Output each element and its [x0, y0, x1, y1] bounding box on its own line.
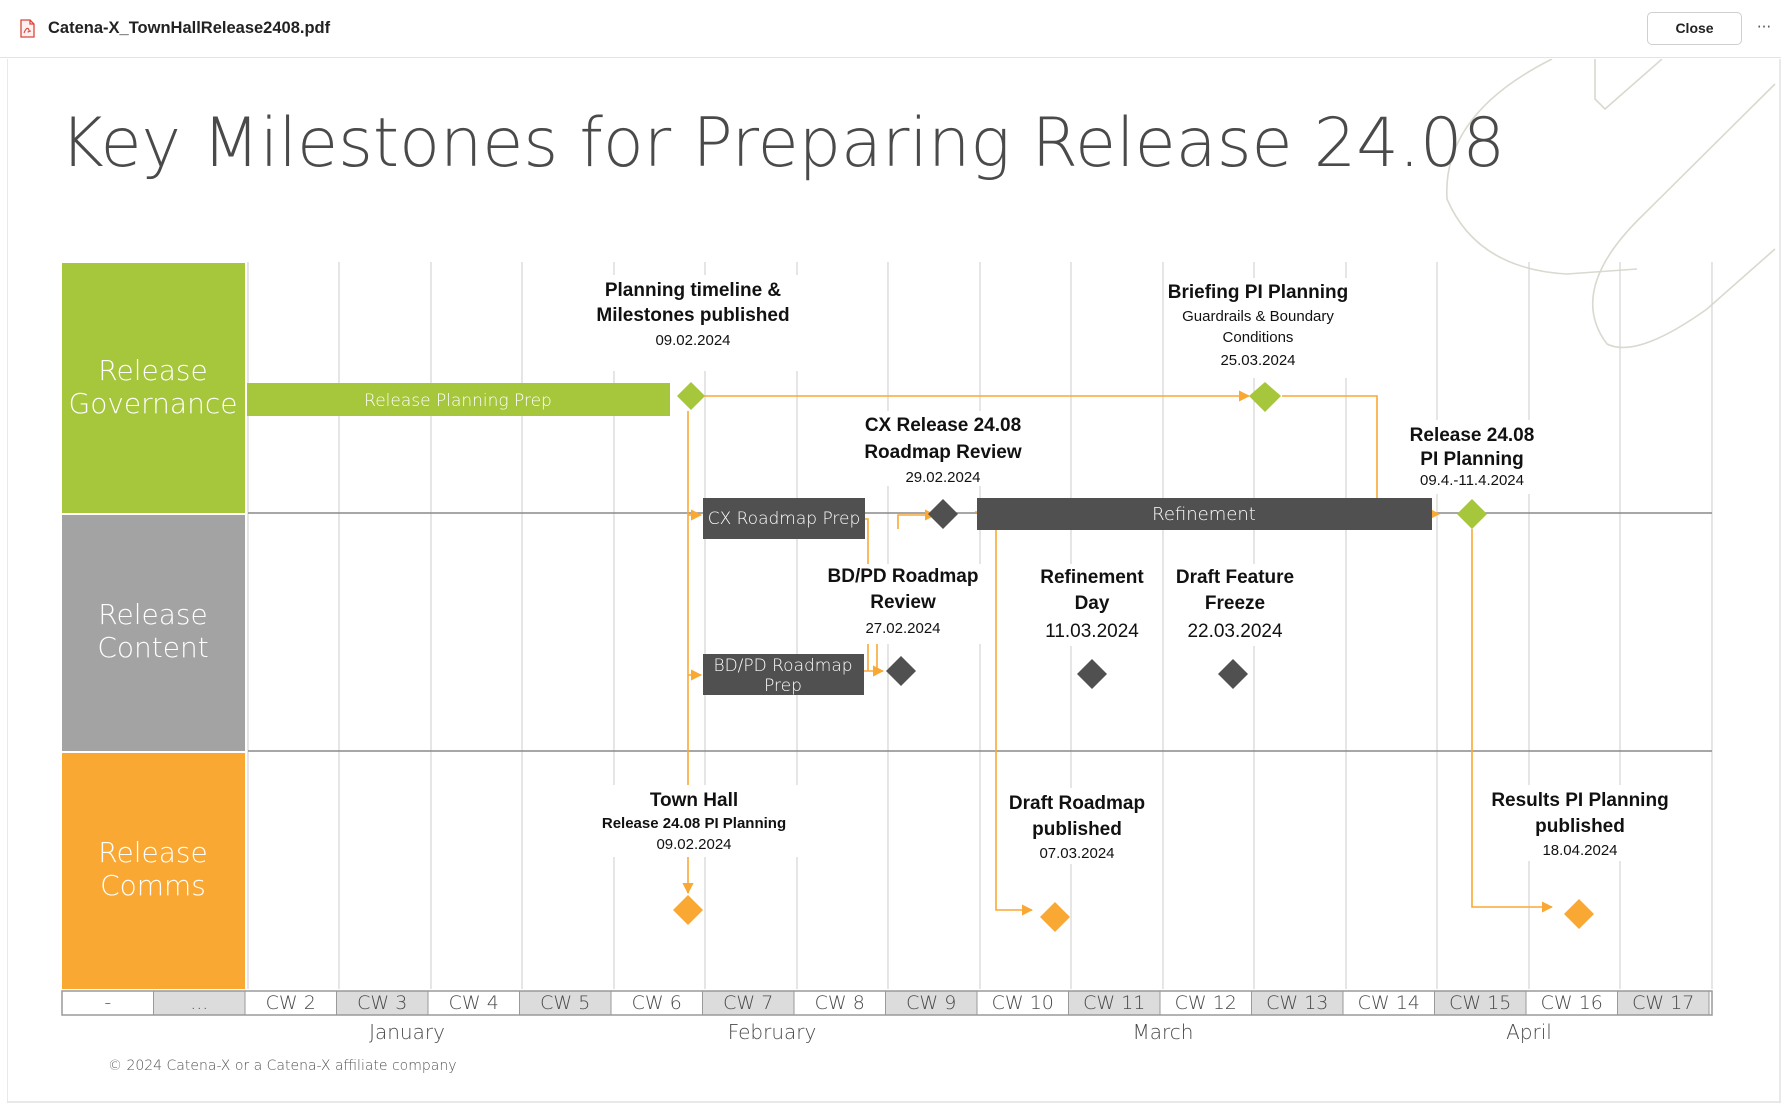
week-label: CW 12	[1175, 992, 1237, 1014]
milestone-label: Release 24.08	[1410, 425, 1535, 446]
week-label: CW 2	[266, 992, 316, 1014]
milestone-label: Planning timeline &	[605, 280, 782, 301]
bar-release-planning-prep: Release Planning Prep	[247, 383, 670, 416]
week-label: CW 14	[1358, 992, 1420, 1014]
milestone-sublabel: Conditions	[1223, 329, 1294, 346]
week-label: ...	[190, 992, 208, 1014]
week-label: CW 4	[449, 992, 499, 1014]
slide-title: Key Milestones for Preparing Release 24.…	[60, 104, 1505, 183]
milestone-label: Milestones published	[596, 305, 789, 326]
lane-release-comms: Release Comms	[62, 753, 245, 989]
milestone-diamond	[1564, 899, 1594, 929]
more-horizontal-icon[interactable]: ···	[1756, 18, 1772, 36]
milestone-date: 25.03.2024	[1220, 352, 1295, 369]
copyright-footer: © 2024 Catena-X or a Catena-X affiliate …	[108, 1058, 457, 1074]
lane-label: Comms	[100, 869, 206, 902]
milestone-diamond	[886, 656, 916, 686]
bar-cx-roadmap-prep: CX Roadmap Prep	[703, 498, 865, 539]
lane-release-governance: Release Governance	[62, 263, 245, 513]
milestone-date: 29.02.2024	[905, 469, 980, 486]
lane-label: Content	[97, 631, 208, 664]
week-label: CW 10	[992, 992, 1054, 1014]
close-button[interactable]: Close	[1647, 12, 1742, 45]
milestone-date: 09.02.2024	[656, 836, 731, 853]
milestone-label: Roadmap Review	[864, 442, 1022, 463]
week-label: CW 3	[357, 992, 407, 1014]
milestone-date: 07.03.2024	[1039, 845, 1114, 862]
document-title: Catena-X_TownHallRelease2408.pdf	[48, 19, 331, 37]
bar-label: Prep	[764, 676, 802, 696]
week-axis: -... CW 2 CW 3 CW 4 CW 5 CW 6 CW 7 CW 8 CW 9 CW 1…	[61, 990, 1713, 1016]
week-cell	[427, 990, 520, 1016]
bar-label: CX Roadmap Prep	[708, 509, 861, 529]
milestone-diamond	[1077, 659, 1107, 689]
milestone-date: 18.04.2024	[1542, 842, 1617, 859]
week-label: CW 15	[1449, 992, 1511, 1014]
week-label: CW 6	[632, 992, 682, 1014]
milestone-label: Briefing PI Planning	[1168, 282, 1349, 303]
week-label: -	[104, 992, 111, 1014]
milestone-diamond	[673, 895, 703, 925]
catena-x-logo-watermark	[1446, 59, 1776, 349]
milestone-diamond	[928, 499, 958, 529]
milestone-date: 22.03.2024	[1187, 621, 1283, 642]
week-label: CW 5	[540, 992, 590, 1014]
milestone-diamond	[1249, 382, 1281, 412]
milestone-diamond	[1457, 499, 1487, 529]
lane-label: Release	[98, 836, 207, 869]
week-cell	[1525, 990, 1618, 1016]
week-cell	[885, 990, 978, 1016]
milestone-date: 09.4.-11.4.2024	[1420, 472, 1524, 489]
month-label: March	[1133, 1020, 1194, 1044]
week-label: CW 16	[1541, 992, 1603, 1014]
milestone-date: 11.03.2024	[1045, 621, 1139, 642]
milestone-sublabel: Guardrails & Boundary	[1182, 308, 1334, 325]
month-label: February	[728, 1020, 817, 1044]
milestone-date: 27.02.2024	[865, 620, 940, 637]
milestone-date: 09.02.2024	[655, 332, 730, 349]
slide-page: Key Milestones for Preparing Release 24.…	[7, 59, 1781, 1103]
lane-label: Governance	[69, 387, 238, 420]
lane-label: Release	[98, 354, 207, 387]
milestone-label: Results PI Planning	[1491, 790, 1668, 811]
milestone-label: published	[1535, 816, 1625, 837]
week-label: CW 11	[1083, 992, 1145, 1014]
bar-refinement: Refinement	[977, 498, 1432, 530]
week-cell	[1159, 990, 1252, 1016]
week-cell	[1251, 990, 1344, 1016]
viewer-toolbar: Catena-X_TownHallRelease2408.pdf Close ·…	[0, 0, 1781, 58]
week-label: CW 8	[815, 992, 865, 1014]
milestone-label: Town Hall	[650, 790, 738, 811]
month-label: January	[369, 1020, 445, 1044]
milestone-label: Draft Feature	[1176, 567, 1294, 588]
milestone-diamond	[1040, 902, 1070, 932]
week-label: CW 17	[1632, 992, 1694, 1014]
pdf-file-icon	[20, 19, 35, 38]
week-label: CW 9	[906, 992, 956, 1014]
week-label: CW 7	[723, 992, 773, 1014]
milestone-label: Refinement	[1040, 567, 1144, 588]
milestone-diamond	[677, 382, 705, 410]
milestone-label: CX Release 24.08	[865, 415, 1021, 436]
milestone-label: Freeze	[1205, 593, 1265, 614]
week-cell	[1068, 990, 1161, 1016]
bar-label: BD/PD Roadmap	[713, 656, 852, 676]
bar-label: Release Planning Prep	[364, 391, 552, 411]
week-label: CW 13	[1266, 992, 1328, 1014]
lane-label: Release	[98, 598, 207, 631]
lane-release-content: Release Content	[62, 515, 245, 751]
milestone-label: BD/PD Roadmap	[828, 566, 979, 587]
milestone-label: Draft Roadmap	[1009, 793, 1145, 814]
milestone-sublabel: Release 24.08 PI Planning	[602, 815, 786, 832]
month-label: April	[1506, 1020, 1552, 1044]
bar-label: Refinement	[1152, 504, 1256, 525]
milestone-label: Day	[1075, 593, 1110, 614]
milestone-diamond	[1218, 659, 1248, 689]
milestone-label: PI Planning	[1420, 449, 1523, 470]
milestone-label: Review	[870, 592, 936, 613]
milestone-label: published	[1032, 819, 1122, 840]
week-cell	[702, 990, 795, 1016]
bar-bdpd-roadmap-prep: BD/PD Roadmap Prep	[703, 654, 864, 696]
